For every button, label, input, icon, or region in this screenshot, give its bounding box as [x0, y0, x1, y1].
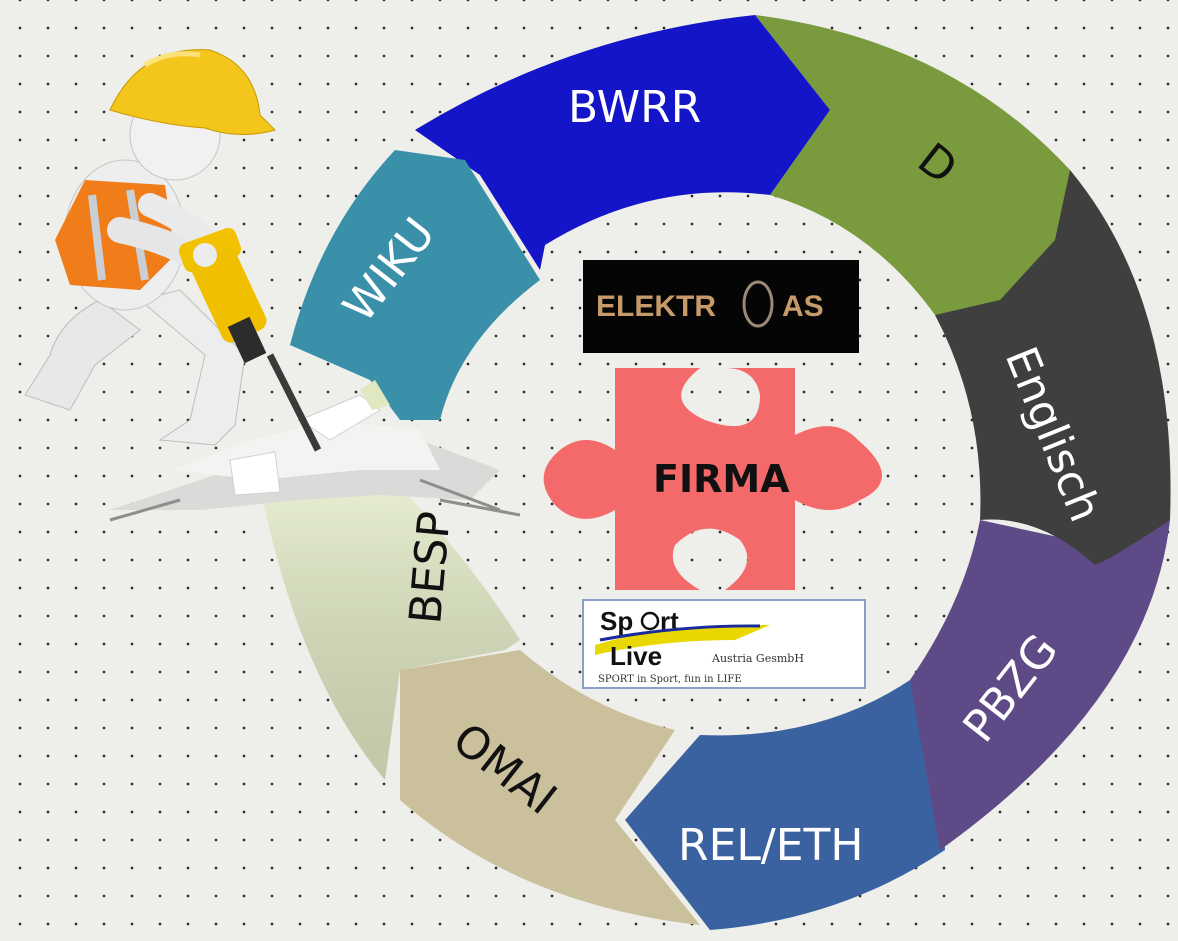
- label-besp: BESP: [400, 509, 461, 625]
- puzzle-piece: FIRMA: [543, 368, 883, 590]
- puzzle-label: FIRMA: [653, 457, 790, 501]
- elektro-logo-text-left: ELEKTR: [596, 290, 716, 323]
- segment-bwrr: [415, 15, 830, 270]
- label-bwrr: BWRR: [568, 82, 701, 133]
- sport-live-logo: Sp rt Live Austria GesmbH SPORT in Sport…: [582, 599, 866, 689]
- label-releth: REL/ETH: [678, 820, 863, 871]
- sport-logo-line2-small: Austria GesmbH: [711, 652, 804, 665]
- segment-omai: [400, 650, 700, 925]
- sport-logo-line3: SPORT in Sport, fun in LIFE: [598, 674, 742, 685]
- segment-wiku: [290, 150, 540, 420]
- sport-logo-line1: Sp: [600, 606, 633, 636]
- segment-pbzg: [910, 520, 1170, 850]
- elektro-logo-text-right: AS: [782, 290, 824, 323]
- construction-worker-illustration: [24, 49, 521, 522]
- elektro-logo-emblem: [742, 280, 774, 328]
- sport-logo-line2: Live: [610, 641, 662, 671]
- elektro-logo: ELEKTR AS: [583, 260, 859, 353]
- segment-releth: [625, 680, 945, 930]
- segment-d: [755, 15, 1070, 315]
